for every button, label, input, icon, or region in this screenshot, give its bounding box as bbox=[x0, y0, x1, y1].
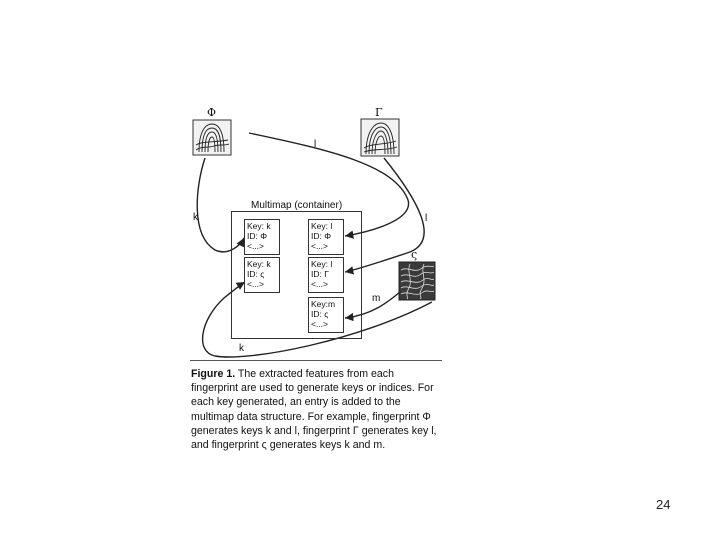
edge-label-zeta-k: k bbox=[239, 343, 244, 354]
entry-k-phi: Key: k ID: Φ <...> bbox=[244, 219, 280, 255]
edge-label-gamma-l: l bbox=[425, 213, 427, 224]
entry-id: ID: Φ bbox=[247, 231, 277, 241]
entry-l-phi: Key: l ID: Φ <...> bbox=[308, 219, 344, 255]
edge-label-phi-l: l bbox=[314, 139, 316, 150]
entry-l-gamma: Key: l ID: Γ <...> bbox=[308, 257, 344, 293]
entry-value: <...> bbox=[247, 279, 277, 289]
entry-value: <...> bbox=[311, 319, 341, 329]
container-title: Multimap (container) bbox=[251, 200, 342, 211]
entry-key: Key: k bbox=[247, 259, 277, 269]
fingerprint-zeta-label: ς bbox=[411, 248, 417, 261]
entry-value: <...> bbox=[311, 279, 341, 289]
fingerprint-gamma-image bbox=[361, 119, 399, 156]
fingerprint-zeta-image bbox=[399, 262, 435, 300]
caption-text: The extracted features from each fingerp… bbox=[191, 368, 437, 451]
caption-label: Figure 1. bbox=[191, 368, 235, 380]
figure-caption: Figure 1. The extracted features from ea… bbox=[191, 367, 441, 452]
entry-id: ID: ς bbox=[311, 309, 341, 319]
caption-divider bbox=[190, 360, 442, 361]
entry-id: ID: Φ bbox=[311, 231, 341, 241]
entry-value: <...> bbox=[311, 241, 341, 251]
fingerprint-phi-image bbox=[193, 120, 231, 155]
fingerprint-phi-label: Φ bbox=[207, 106, 216, 119]
entry-m-zeta: Key:m ID: ς <...> bbox=[308, 297, 344, 333]
entry-key: Key: k bbox=[247, 221, 277, 231]
fingerprint-gamma-label: Γ bbox=[375, 106, 383, 119]
entry-key: Key:m bbox=[311, 299, 341, 309]
entry-key: Key: l bbox=[311, 221, 341, 231]
entry-id: ID: Γ bbox=[311, 269, 341, 279]
entry-value: <...> bbox=[247, 241, 277, 251]
entry-id: ID: ς bbox=[247, 269, 277, 279]
page-number: 24 bbox=[656, 497, 670, 512]
entry-k-zeta: Key: k ID: ς <...> bbox=[244, 257, 280, 293]
entry-key: Key: l bbox=[311, 259, 341, 269]
edge-label-zeta-m: m bbox=[372, 293, 380, 304]
edge-label-phi-k: k bbox=[193, 212, 198, 223]
